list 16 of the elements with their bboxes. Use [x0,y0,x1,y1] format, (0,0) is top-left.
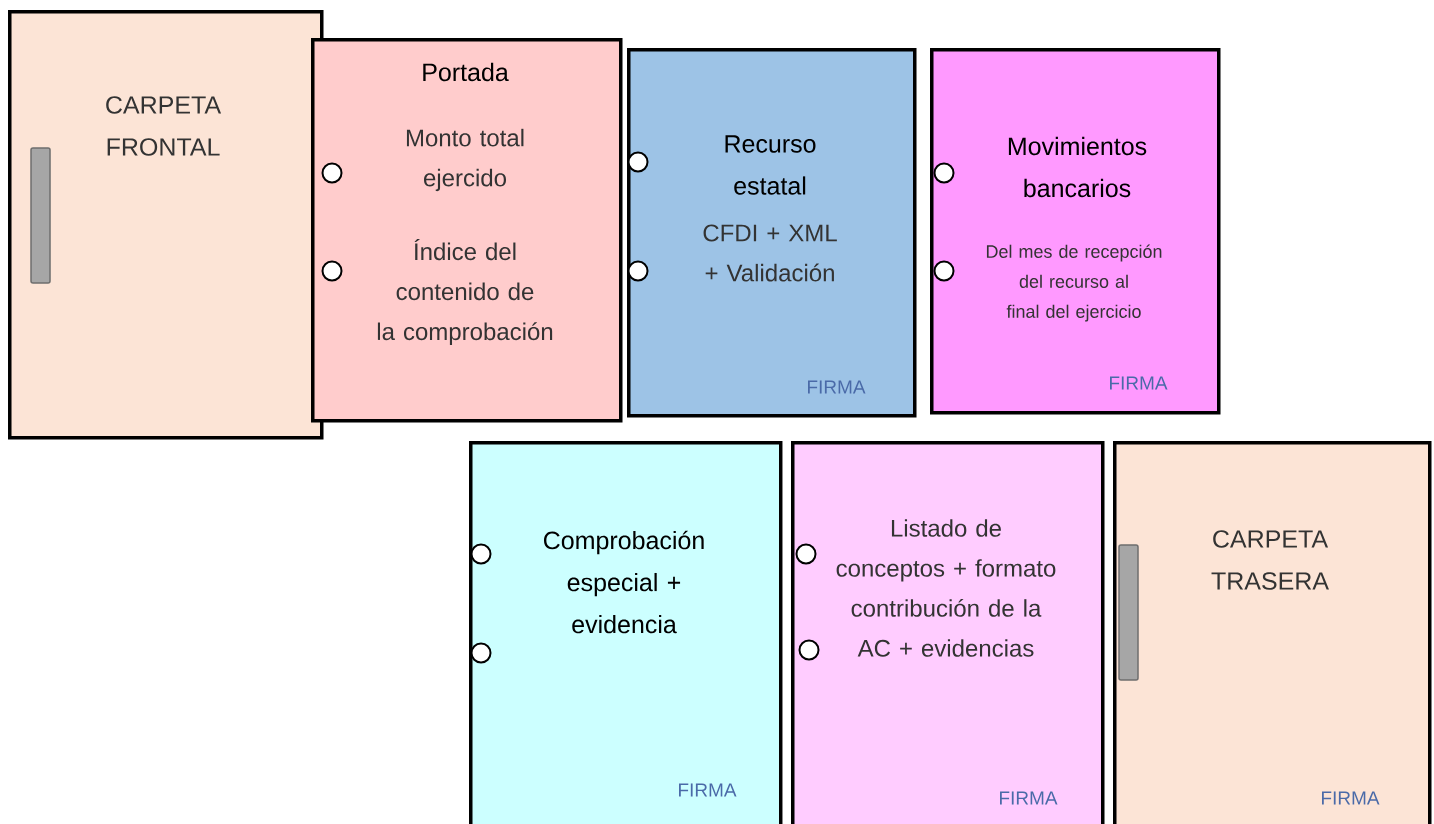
page-text: FIRMA [1000,791,1058,805]
page-text: Recurso estatal [725,135,816,195]
page-text: FIRMA [808,380,866,394]
page-text: Del mes de recepción del recurso al final del ejercicio [986,244,1162,322]
page-text: FIRMA [1110,376,1168,390]
page-text: FIRMA [679,783,737,797]
page-text: Monto total ejercido [406,128,524,192]
page-text: CFDI + XML + Validación [703,224,837,282]
page-text: CARPETA FRONTAL [106,96,222,156]
page-text: FIRMA [1322,791,1380,805]
page-text: Índice del contenido de la comprobación [377,239,553,345]
page-text: Comprobación especial + evidencia [544,530,704,634]
page-text: Portada [423,62,509,82]
page-text: Listado de conceptos + formato contribución de la AC + evidencias [836,519,1056,657]
page-text: CARPETA TRASERA [1211,530,1329,590]
page-text: Movimientos bancarios [1008,136,1147,198]
